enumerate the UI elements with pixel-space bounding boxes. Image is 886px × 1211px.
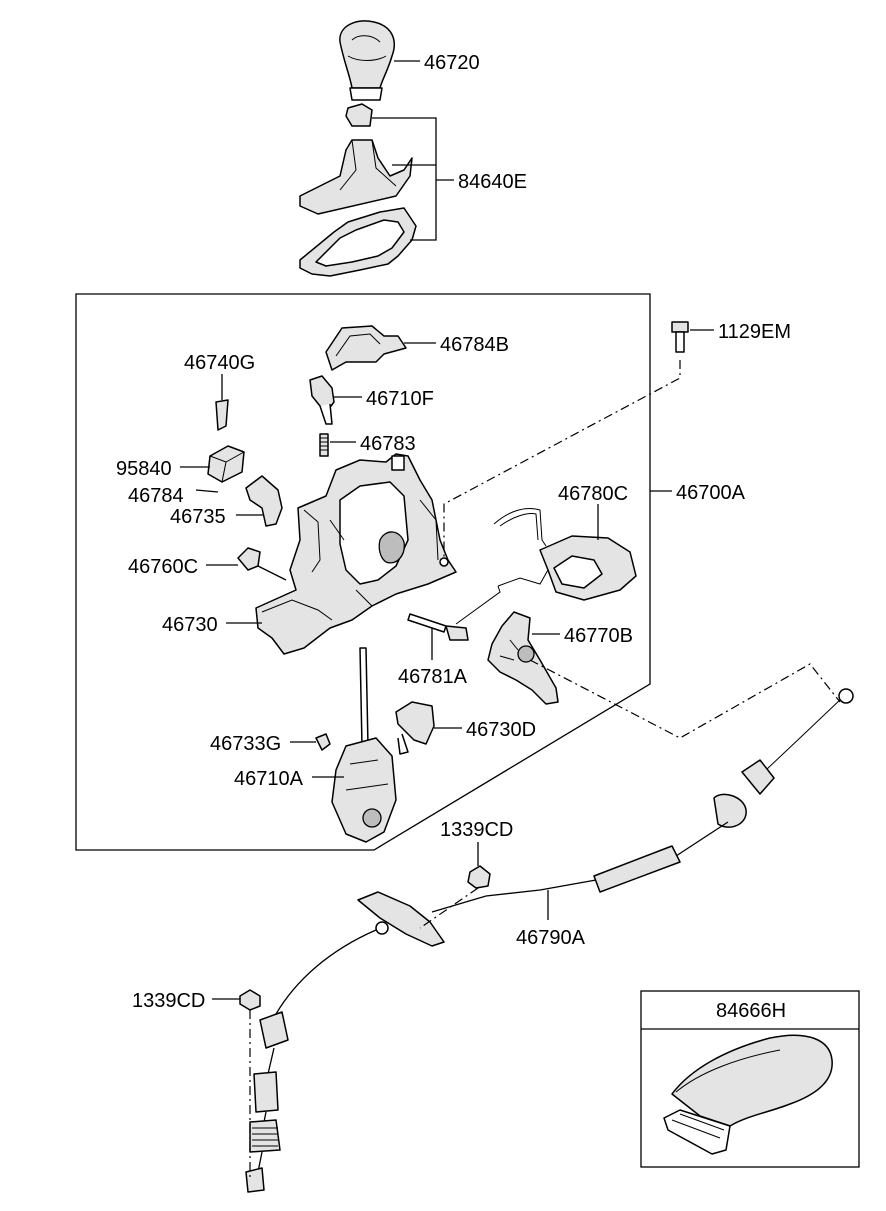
label-46781A[interactable]: 46781A: [398, 666, 468, 688]
label-1339CD-top[interactable]: 1339CD: [440, 819, 513, 841]
label-46735[interactable]: 46735: [170, 506, 226, 528]
detent-part[interactable]: [395, 701, 435, 755]
shift-knob-part[interactable]: [339, 20, 395, 101]
lever-assembly-part[interactable]: [487, 611, 559, 705]
nut-top-part[interactable]: [467, 865, 491, 889]
inset-frame: [640, 990, 860, 1168]
shift-lever-part[interactable]: [331, 647, 397, 843]
clip-part[interactable]: [215, 399, 229, 431]
label-46783[interactable]: 46783: [360, 433, 416, 455]
small-clip-part[interactable]: [315, 733, 331, 751]
label-46710F[interactable]: 46710F: [366, 388, 434, 410]
label-46770B[interactable]: 46770B: [564, 625, 633, 647]
nut-left-part[interactable]: [239, 989, 261, 1011]
label-46710A[interactable]: 46710A: [234, 768, 304, 790]
label-46790A[interactable]: 46790A: [516, 927, 586, 949]
label-46720[interactable]: 46720: [424, 52, 480, 74]
armrest-part[interactable]: [663, 1034, 833, 1155]
pin-part[interactable]: [195, 489, 219, 493]
nut-top-dash: [419, 887, 479, 929]
shift-boot-part[interactable]: [299, 103, 413, 215]
bushing-part[interactable]: [237, 547, 261, 571]
label-46700A[interactable]: 46700A: [676, 482, 746, 504]
bolt-part[interactable]: [671, 321, 689, 353]
label-95840[interactable]: 95840: [116, 458, 172, 480]
indicator-cover-part[interactable]: [325, 325, 407, 371]
leader-46760C-b: [257, 565, 287, 581]
label-46780C[interactable]: 46780C: [558, 483, 628, 505]
label-46733G[interactable]: 46733G: [210, 733, 281, 755]
solenoid-part[interactable]: [207, 445, 245, 483]
shift-housing-part[interactable]: [255, 453, 457, 655]
label-46740G[interactable]: 46740G: [184, 352, 255, 374]
button-part[interactable]: [309, 375, 335, 425]
cable-dash-line: [529, 659, 841, 739]
rod-part[interactable]: [407, 613, 469, 641]
assembly-frame: [75, 293, 651, 851]
label-46784B[interactable]: 46784B: [440, 334, 509, 356]
shift-cable-part[interactable]: [245, 688, 854, 1193]
bolt-dash-line: [443, 360, 681, 560]
cable-bracket-part[interactable]: [455, 508, 637, 625]
label-46784[interactable]: 46784: [128, 485, 184, 507]
label-84640E[interactable]: 84640E: [458, 171, 527, 193]
label-1339CD-left[interactable]: 1339CD: [132, 990, 205, 1012]
lever-part[interactable]: [245, 475, 283, 527]
label-46730[interactable]: 46730: [162, 614, 218, 636]
bracket-84640E: [372, 117, 454, 241]
label-46760C[interactable]: 46760C: [128, 556, 198, 578]
label-46730D[interactable]: 46730D: [466, 719, 536, 741]
label-1129EM[interactable]: 1129EM: [718, 321, 791, 343]
label-84666H[interactable]: 84666H: [716, 1000, 786, 1022]
spring-part[interactable]: [319, 433, 329, 457]
boot-frame-part[interactable]: [299, 207, 417, 277]
